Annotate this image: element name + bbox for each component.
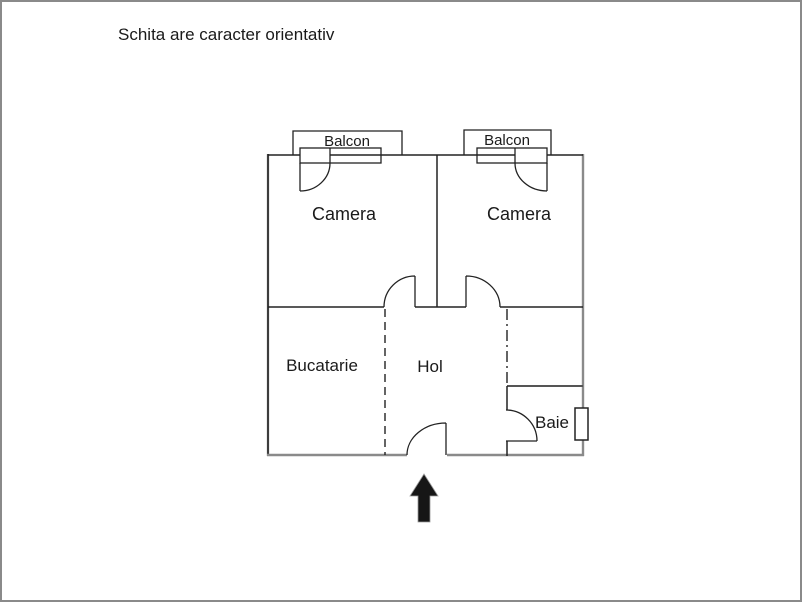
balcony-left-label: Balcon [324,133,370,150]
door-balcony-right [514,162,548,192]
balcony-left: Balcon [292,130,403,155]
bucatarie-label: Bucatarie [286,356,358,375]
outer-walls [266,154,585,457]
camera-left-label: Camera [312,204,377,224]
disclaimer-title: Schita are caracter orientativ [118,25,335,44]
baie-window [574,407,589,441]
inner-walls [268,155,583,456]
balcony-right: Balcon [463,129,552,155]
room-dividers [384,309,508,455]
balcony-right-outline [463,129,552,155]
camera-right-label: Camera [487,204,552,224]
door-camera-right [465,275,501,308]
window-left [299,147,382,164]
baie-label: Baie [535,413,569,432]
balcony-right-label: Balcon [484,132,530,149]
room-labels: Camera Camera Bucatarie Hol Baie [286,204,569,432]
balcony-windows [299,147,548,164]
balcony-left-outline [292,130,403,155]
door-balcony-left [299,162,331,192]
doors [299,162,548,456]
entrance-arrow-icon [409,473,439,523]
window-right [476,147,548,164]
hol-label: Hol [417,357,443,376]
door-baie [505,409,538,442]
door-camera-left [383,275,416,308]
door-entrance [406,422,447,456]
